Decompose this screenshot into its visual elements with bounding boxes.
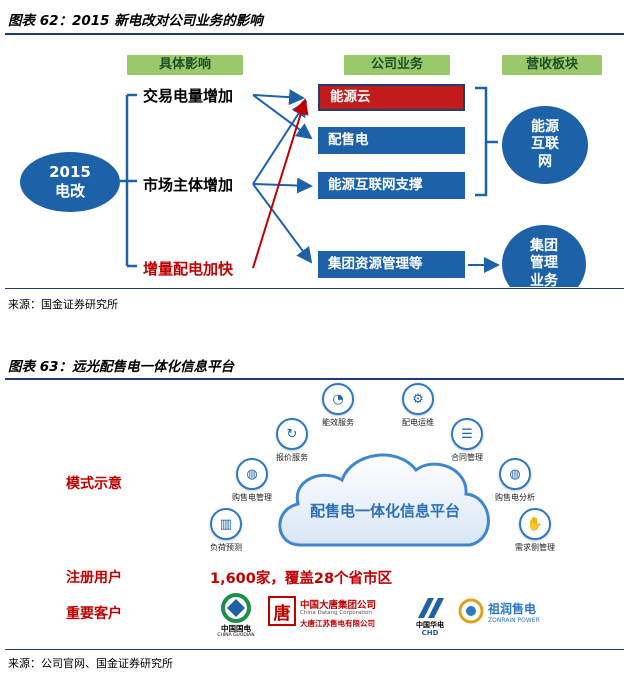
figure-63-bottom-rule bbox=[5, 649, 624, 650]
huadian-logo-icon bbox=[418, 598, 444, 618]
client-name: 中国国电 bbox=[221, 624, 251, 633]
service-label: 报价服务 bbox=[276, 453, 308, 462]
cloud-shape bbox=[278, 453, 490, 547]
wrench-icon: ⚙ bbox=[402, 383, 434, 415]
service-load-forecast: ▥ 负荷预测 bbox=[200, 508, 252, 553]
registered-users-value: 1,600家，覆盖28个省市区 bbox=[210, 571, 393, 587]
service-distribution-ops: ⚙ 配电运维 bbox=[390, 383, 446, 428]
client-name: 中国大唐集团公司 bbox=[300, 600, 377, 611]
client-sub: CHD bbox=[421, 629, 439, 637]
client-logo-datang: 唐 中国大唐集团公司 China Datang Corporation 大唐江苏… bbox=[268, 596, 404, 636]
handshake-icon: ✋ bbox=[519, 508, 551, 540]
document-icon: ☰ bbox=[451, 418, 483, 450]
label-mode: 模式示意 bbox=[66, 476, 122, 492]
service-label: 能效服务 bbox=[322, 418, 354, 427]
business-energy-internet-support: 能源互联网支撑 bbox=[318, 172, 465, 199]
client-logo-zonrain: 祖润售电 ZONRAIN POWER bbox=[458, 598, 568, 632]
client-sub: China Datang Corporation bbox=[300, 610, 372, 616]
flow-connectors bbox=[120, 86, 500, 273]
service-energy-efficiency: ◔ 能效服务 bbox=[310, 383, 366, 428]
business-energy-cloud: 能源云 bbox=[318, 84, 465, 111]
service-power-trading-analysis: ◍ 购售电分析 bbox=[485, 458, 545, 503]
segment-group-clip: 集团 管理 业务 bbox=[496, 225, 594, 287]
service-label: 合同管理 bbox=[451, 453, 483, 462]
business-power-sales: 配售电 bbox=[318, 127, 465, 154]
segment-group-management: 集团 管理 业务 bbox=[502, 225, 586, 287]
service-label: 负荷预测 bbox=[210, 543, 242, 552]
business-group-resource-mgmt: 集团资源管理等 bbox=[318, 251, 465, 278]
cloud-platform-text: 配售电一体化信息平台 bbox=[309, 502, 460, 520]
service-contract-mgmt: ☰ 合同管理 bbox=[439, 418, 495, 463]
globe-icon: ◍ bbox=[236, 458, 268, 490]
figure-62-source: 来源：国金证券研究所 bbox=[8, 298, 118, 311]
figure-62-top-rule bbox=[5, 33, 624, 35]
client-sub: CHINA GUODIAN bbox=[217, 633, 255, 638]
label-registered-users: 注册用户 bbox=[66, 570, 122, 586]
figure-63-source: 来源：公司官网、国金证券研究所 bbox=[8, 657, 173, 670]
client-sub: ZONRAIN POWER bbox=[488, 617, 540, 624]
service-quotation: ↻ 报价服务 bbox=[264, 418, 320, 463]
datang-logo-icon: 唐 bbox=[268, 596, 296, 626]
impact-incremental-distribution: 增量配电加快 bbox=[143, 260, 234, 278]
service-label: 购售电管理 bbox=[232, 493, 272, 502]
zonrain-logo-icon bbox=[458, 598, 484, 624]
client-logo-huadian: 中国华电 CHD bbox=[410, 596, 450, 641]
figure-63-top-rule bbox=[5, 378, 624, 380]
service-demand-side-mgmt: ✋ 需求侧管理 bbox=[505, 508, 565, 553]
label-key-clients: 重要客户 bbox=[66, 606, 122, 622]
impact-trading-volume: 交易电量增加 bbox=[143, 87, 234, 105]
reform-ellipse: 2015 电改 bbox=[20, 152, 120, 212]
quote-icon: ↻ bbox=[276, 418, 308, 450]
figure-62-title: 图表 62：2015 新电改对公司业务的影响 bbox=[8, 13, 263, 29]
service-power-trading-mgmt: ◍ 购售电管理 bbox=[222, 458, 282, 503]
segment-energy-internet: 能源 互联 网 bbox=[502, 106, 588, 184]
header-business: 公司业务 bbox=[344, 55, 450, 75]
client-logo-guodian: 中国国电 CHINA GUODIAN bbox=[213, 593, 259, 645]
bar-chart-icon: ▥ bbox=[210, 508, 242, 540]
service-label: 购售电分析 bbox=[495, 493, 535, 502]
figure-62-bottom-rule bbox=[5, 288, 624, 289]
impact-market-entities: 市场主体增加 bbox=[143, 176, 234, 194]
globe-chart-icon: ◍ bbox=[499, 458, 531, 490]
header-impact: 具体影响 bbox=[127, 55, 243, 75]
service-label: 需求侧管理 bbox=[515, 543, 555, 552]
client-name: 中国华电 bbox=[416, 621, 444, 629]
service-label: 配电运维 bbox=[402, 418, 434, 427]
client-sub2: 大唐江苏售电有限公司 bbox=[300, 619, 375, 628]
client-name: 祖润售电 bbox=[488, 602, 537, 616]
guodian-logo-icon bbox=[221, 593, 251, 623]
header-revenue: 营收板块 bbox=[502, 55, 602, 75]
figure-63-title: 图表 63：远光配售电一体化信息平台 bbox=[8, 359, 234, 375]
gauge-icon: ◔ bbox=[322, 383, 354, 415]
